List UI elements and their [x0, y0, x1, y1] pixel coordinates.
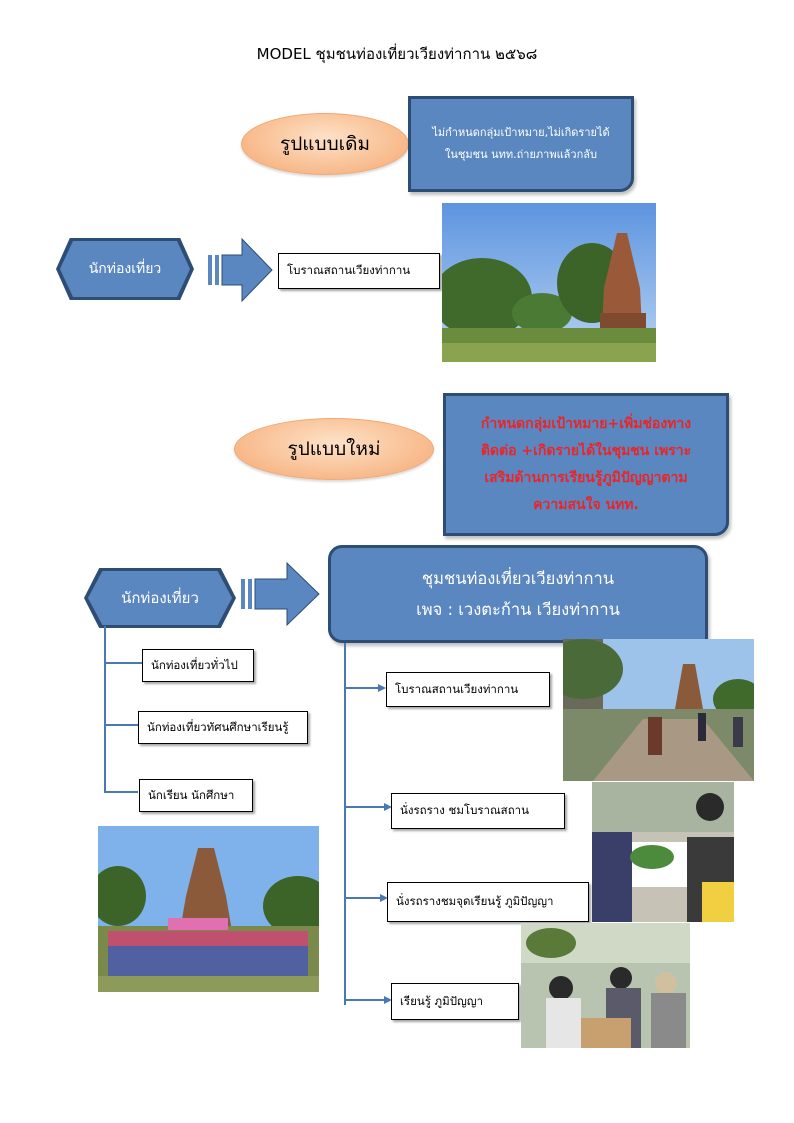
tourist-type-box: นักท่องเที่ยวทั่วไป: [142, 649, 254, 682]
new-tourist-hex: นักท่องเที่ยว: [88, 571, 232, 625]
activity-label: นั่งรถรางชมจุดเรียนรู้ ภูมิปัญญา: [396, 894, 554, 908]
group-learning-photo: [521, 923, 690, 1048]
new-tourist-label: นักท่องเที่ยว: [121, 589, 199, 607]
community-page: เพจ : เวงตะก้าน เวียงท่ากาน: [416, 600, 620, 619]
old-model-label: รูปแบบเดิม: [280, 133, 370, 155]
activity-label: นั่งรถราง ชมโบราณสถาน: [400, 803, 529, 817]
old-model-note-line2: ในชุมชน นทท.ถ่ายภาพแล้วกลับ: [445, 148, 597, 161]
new-model-note-line3: เสริมด้านการเรียนรู้ภูมิปัญญาตาม: [484, 469, 688, 486]
community-box: ชุมชนท่องเที่ยวเวียงท่ากาน เพจ : เวงตะก้…: [328, 545, 708, 643]
new-model-note-line1: กำหนดกลุ่มเป้าหมาย+เพิ่มช่องทาง: [480, 415, 692, 432]
old-tourist-hex: นักท่องเที่ยว: [60, 241, 190, 297]
new-model-note-line2: ติดต่อ +เกิดรายได้ในชุมชน เพราะ: [480, 442, 692, 459]
tourist-type-label: นักเรียน นักศึกษา: [148, 787, 235, 802]
tourist-tree-branch: [104, 791, 138, 793]
activity-box: นั่งรถรางชมจุดเรียนรู้ ภูมิปัญญา: [387, 882, 589, 922]
arrow-right-icon: [344, 684, 386, 692]
old-model-note-line1: ไม่กำหนดกลุ่มเป้าหมาย,ไม่เกิดรายได้: [432, 126, 610, 139]
new-model-note: กำหนดกลุ่มเป้าหมาย+เพิ่มช่องทาง ติดต่อ +…: [443, 393, 729, 536]
visitors-site-photo: [563, 639, 754, 781]
new-model-label: รูปแบบใหม่: [287, 438, 381, 460]
activity-label: เรียนรู้ ภูมิปัญญา: [400, 993, 484, 1008]
old-tourist-label: นักท่องเที่ยว: [88, 261, 162, 277]
tram-activity-photo: [592, 782, 734, 922]
tourist-tree-branch: [104, 724, 138, 726]
tourist-type-box: นักท่องเที่ยวทัศนศึกษาเรียนรู้: [138, 711, 308, 744]
right-arrow-icon: [241, 561, 320, 627]
old-site-photo: [442, 203, 656, 362]
old-model-oval: รูปแบบเดิม: [241, 113, 409, 175]
activity-box: โบราณสถานเวียงท่ากาน: [386, 672, 550, 707]
old-destination-box: โบราณสถานเวียงท่ากาน: [278, 253, 440, 289]
page-title: MODEL ชุมชนท่องเที่ยวเวียงท่ากาน ๒๕๖๘: [256, 45, 538, 63]
tourist-tree-branch: [104, 662, 142, 664]
tourist-type-label: นักท่องเที่ยวทั่วไป: [151, 657, 238, 672]
tourist-tree-vline: [104, 626, 106, 792]
activity-tree-vline: [344, 643, 346, 1005]
activity-label: โบราณสถานเวียงท่ากาน: [395, 681, 519, 696]
student-group-photo: [98, 826, 319, 992]
activity-box: เรียนรู้ ภูมิปัญญา: [391, 983, 519, 1020]
right-arrow-icon: [208, 237, 273, 303]
arrow-right-icon: [344, 803, 392, 811]
arrow-right-icon: [344, 996, 392, 1004]
arrow-right-icon: [344, 894, 388, 902]
tourist-type-box: นักเรียน นักศึกษา: [139, 779, 253, 812]
new-model-note-line4: ความสนใจ นทท.: [533, 496, 639, 513]
new-model-oval: รูปแบบใหม่: [234, 418, 434, 480]
old-destination-label: โบราณสถานเวียงท่ากาน: [287, 263, 411, 277]
community-name: ชุมชนท่องเที่ยวเวียงท่ากาน: [421, 569, 615, 588]
old-model-note: ไม่กำหนดกลุ่มเป้าหมาย,ไม่เกิดรายได้ ในชุ…: [408, 96, 634, 192]
activity-box: นั่งรถราง ชมโบราณสถาน: [391, 793, 565, 829]
tourist-type-label: นักท่องเที่ยวทัศนศึกษาเรียนรู้: [147, 719, 289, 734]
